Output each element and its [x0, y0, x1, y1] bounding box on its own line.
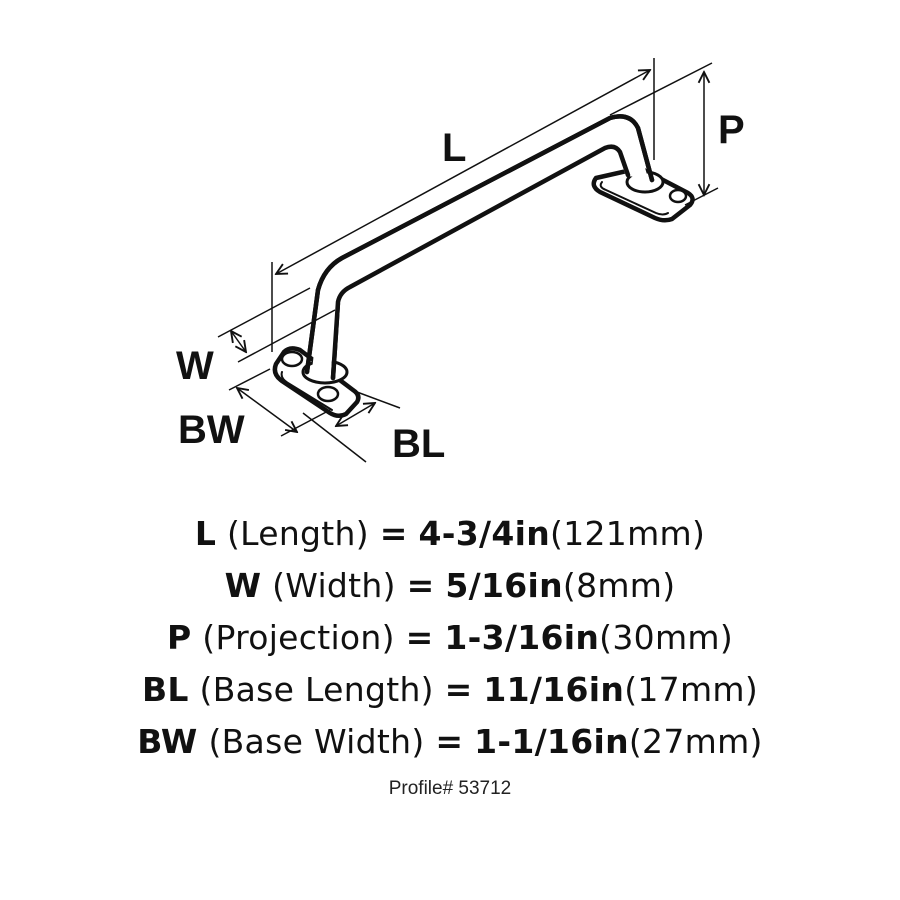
handle-dimension-drawing: [217, 58, 719, 463]
spec-metric: (17mm): [624, 670, 759, 709]
spec-abbr: BL: [141, 670, 189, 709]
spec-abbr: BW: [137, 722, 198, 761]
spec-equals: =: [379, 514, 408, 553]
spec-desc: (Base Width): [208, 722, 425, 761]
spec-metric: (30mm): [599, 618, 734, 657]
spec-desc: (Projection): [202, 618, 395, 657]
spec-abbr: P: [166, 618, 192, 657]
dim-label-width: W: [176, 344, 214, 388]
spec-equals: =: [406, 566, 435, 605]
spec-imperial: 1-1/16in: [474, 722, 629, 761]
spec-projection: P (Projection) = 1-3/16in(30mm): [0, 612, 900, 664]
dim-label-base-width: BW: [178, 408, 245, 452]
spec-desc: (Base Length): [199, 670, 434, 709]
spec-width: W (Width) = 5/16in(8mm): [0, 560, 900, 612]
profile-number: Profile# 53712: [388, 778, 512, 799]
spec-imperial: 5/16in: [445, 566, 563, 605]
spec-abbr: L: [194, 514, 217, 553]
spec-desc: (Length): [226, 514, 369, 553]
dim-label-base-length: BL: [392, 422, 446, 466]
spec-desc: (Width): [272, 566, 396, 605]
spec-abbr: W: [224, 566, 262, 605]
dimension-specs: L (Length) = 4-3/4in(121mm) W (Width) = …: [0, 508, 900, 800]
spec-imperial: 1-3/16in: [444, 618, 600, 657]
spec-base-length: BL (Base Length) = 11/16in(17mm): [0, 664, 900, 716]
spec-metric: (27mm): [628, 722, 763, 761]
dimension-lines: [217, 58, 719, 463]
spec-equals: =: [435, 722, 464, 761]
spec-equals: =: [444, 670, 473, 709]
dim-label-length: L: [442, 126, 467, 170]
spec-imperial: 11/16in: [483, 670, 625, 709]
spec-imperial: 4-3/4in: [418, 514, 551, 553]
spec-metric: (8mm): [562, 566, 676, 605]
spec-equals: =: [405, 618, 434, 657]
spec-metric: (121mm): [550, 514, 706, 553]
spec-base-width: BW (Base Width) = 1-1/16in(27mm): [0, 716, 900, 768]
dim-label-projection: P: [718, 108, 745, 152]
spec-length: L (Length) = 4-3/4in(121mm): [0, 508, 900, 560]
